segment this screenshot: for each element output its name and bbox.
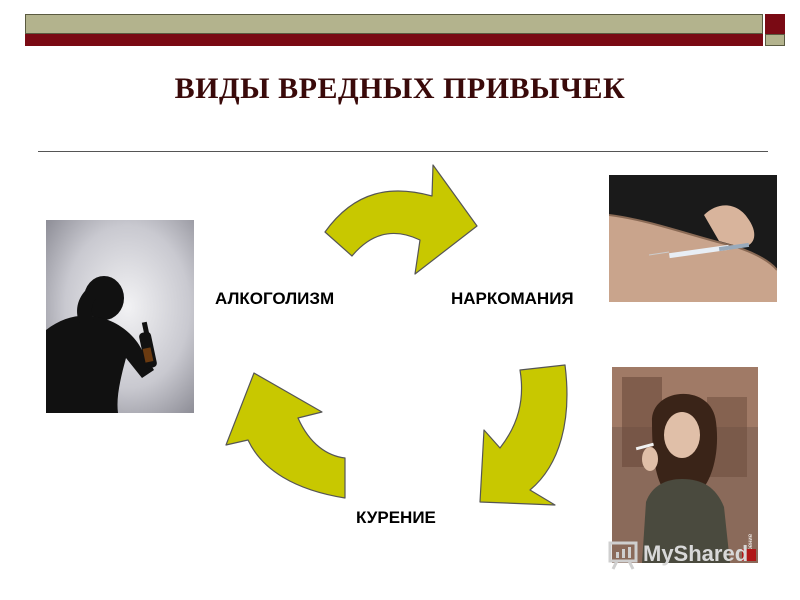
title-divider [38,151,768,152]
smoking-photo-caption: Курение [748,533,754,557]
cigarette-icon [635,442,654,451]
cycle-arrow-right [479,364,568,506]
watermark-text: MyShared [643,541,749,566]
header-square-light [765,34,785,46]
cycle-label-drug-addiction: НАРКОМАНИЯ [451,289,574,308]
smoking-photo: Курение [612,367,758,563]
header-square-dark [765,14,785,34]
header-decoration [0,0,800,50]
cycle-label-alcoholism: АЛКОГОЛИЗМ [215,289,335,308]
cycle-arrow-top [324,164,478,275]
cycle-label-smoking: КУРЕНИЕ [356,508,436,527]
alcoholism-photo [46,220,194,413]
slide-title: ВИДЫ ВРЕДНЫХ ПРИВЫЧЕК [174,72,626,105]
header-bar-light [25,14,763,34]
drug-addiction-photo [609,175,777,302]
watermark: MyShared [605,535,785,575]
man-with-bottle-silhouette-icon [46,276,157,413]
presentation-icon [608,541,638,570]
syringe-icon [648,242,750,259]
cycle-arrow-left [225,372,346,499]
header-bar-dark [25,34,763,46]
